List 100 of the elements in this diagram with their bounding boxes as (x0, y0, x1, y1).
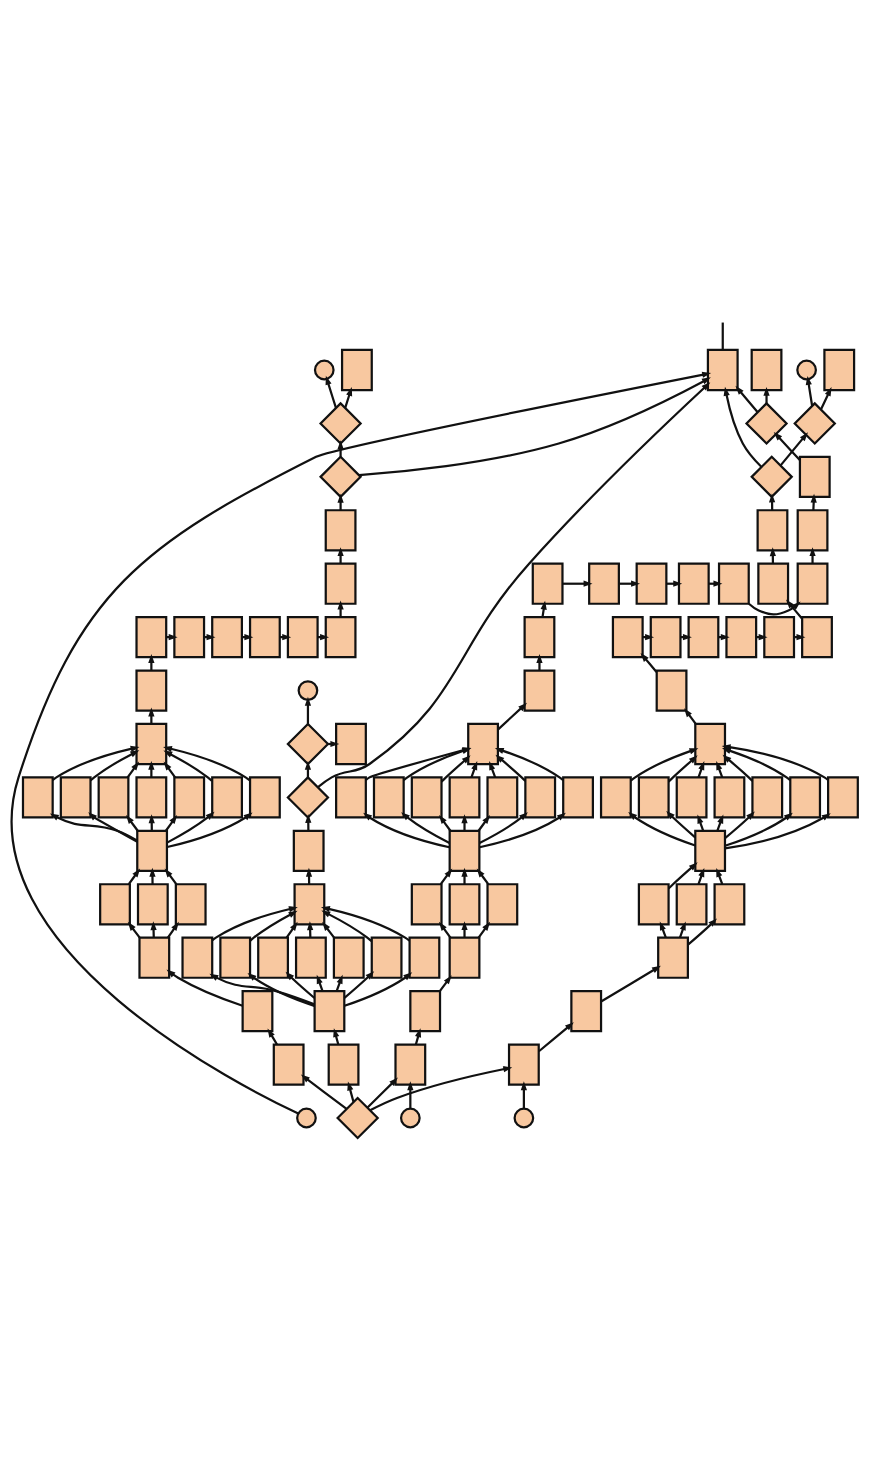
node-box (798, 455, 831, 498)
arrow (562, 580, 593, 587)
arrow (667, 861, 698, 889)
arrow (810, 493, 817, 510)
node-box (99, 882, 131, 925)
node-box (181, 936, 214, 979)
node-box (324, 508, 357, 551)
arrow (722, 754, 754, 782)
node-box (655, 668, 688, 712)
arrow (343, 970, 375, 999)
node-box (675, 882, 708, 925)
arrow (667, 754, 698, 782)
node-diamond (286, 775, 330, 819)
arrow (164, 867, 178, 885)
node-box (789, 775, 822, 819)
node-box (370, 936, 403, 979)
node-box (448, 882, 481, 925)
node-box (448, 829, 481, 872)
node-circle (796, 359, 817, 380)
node-box (713, 775, 746, 819)
node-box (294, 936, 327, 979)
node-box (823, 348, 856, 391)
node-box (588, 562, 620, 605)
node-box (173, 775, 206, 819)
arrow (697, 867, 705, 885)
node-circle (296, 1107, 317, 1128)
arrow (321, 910, 373, 942)
node-box (637, 775, 670, 819)
arrow (369, 1065, 513, 1111)
node-box (335, 722, 367, 765)
node-box (570, 989, 603, 1032)
node-diamond (744, 401, 789, 445)
node-box (332, 936, 365, 979)
arrow (163, 761, 176, 778)
arrow (735, 385, 759, 413)
node-box (394, 1042, 427, 1086)
arrow (358, 376, 711, 476)
node-box (21, 775, 54, 819)
arrow (439, 867, 453, 885)
node-box (796, 562, 829, 605)
node-circle (297, 679, 319, 701)
node-box (523, 615, 556, 658)
arrow (773, 431, 801, 461)
arrow (344, 386, 353, 408)
arrow (600, 965, 661, 1002)
node-box (136, 882, 169, 925)
arrow (820, 386, 832, 410)
node-box (801, 615, 833, 658)
node-box (135, 722, 168, 765)
node-box (706, 348, 739, 391)
node-box (409, 989, 442, 1032)
node-box (97, 775, 130, 819)
arrow (724, 812, 831, 849)
arrow (721, 743, 829, 781)
node-box (174, 882, 207, 925)
node-circle (399, 1107, 421, 1128)
arrow (697, 814, 705, 831)
node-box (750, 348, 783, 391)
arrow (779, 431, 808, 466)
arrow (630, 747, 699, 782)
arrow (495, 754, 527, 782)
node-diamond (318, 401, 363, 445)
node-box (313, 989, 346, 1032)
node-box (694, 829, 727, 872)
arrow (150, 920, 157, 938)
node-box (241, 989, 274, 1032)
node-box (138, 936, 171, 979)
node-box (335, 775, 367, 819)
arrow (538, 1021, 574, 1052)
node-box (248, 615, 281, 658)
node-box (486, 882, 519, 925)
node-box (637, 882, 670, 925)
arrow (407, 1080, 414, 1109)
node-box (410, 882, 443, 925)
arrow (809, 546, 816, 564)
arrow (716, 760, 724, 778)
node-box (448, 936, 481, 979)
arrow (209, 973, 315, 1005)
arrow (285, 971, 316, 999)
arrow (721, 747, 791, 781)
arrow (477, 921, 491, 938)
arrow (322, 921, 335, 938)
node-box (757, 562, 790, 605)
node-box (524, 775, 557, 819)
node-box (292, 829, 325, 872)
node-diamond (793, 401, 837, 445)
node-box (827, 775, 859, 819)
arrow (763, 386, 770, 403)
arrow (337, 439, 344, 457)
node-box (135, 775, 168, 819)
node-box (324, 615, 357, 658)
arrow (461, 813, 468, 831)
arrow (440, 754, 471, 782)
node-box (635, 562, 668, 605)
node-box (372, 775, 405, 819)
arrow (687, 917, 717, 945)
arrow (347, 1081, 355, 1102)
arrow (805, 375, 814, 406)
node-box (211, 775, 243, 819)
arrow (267, 1028, 278, 1045)
